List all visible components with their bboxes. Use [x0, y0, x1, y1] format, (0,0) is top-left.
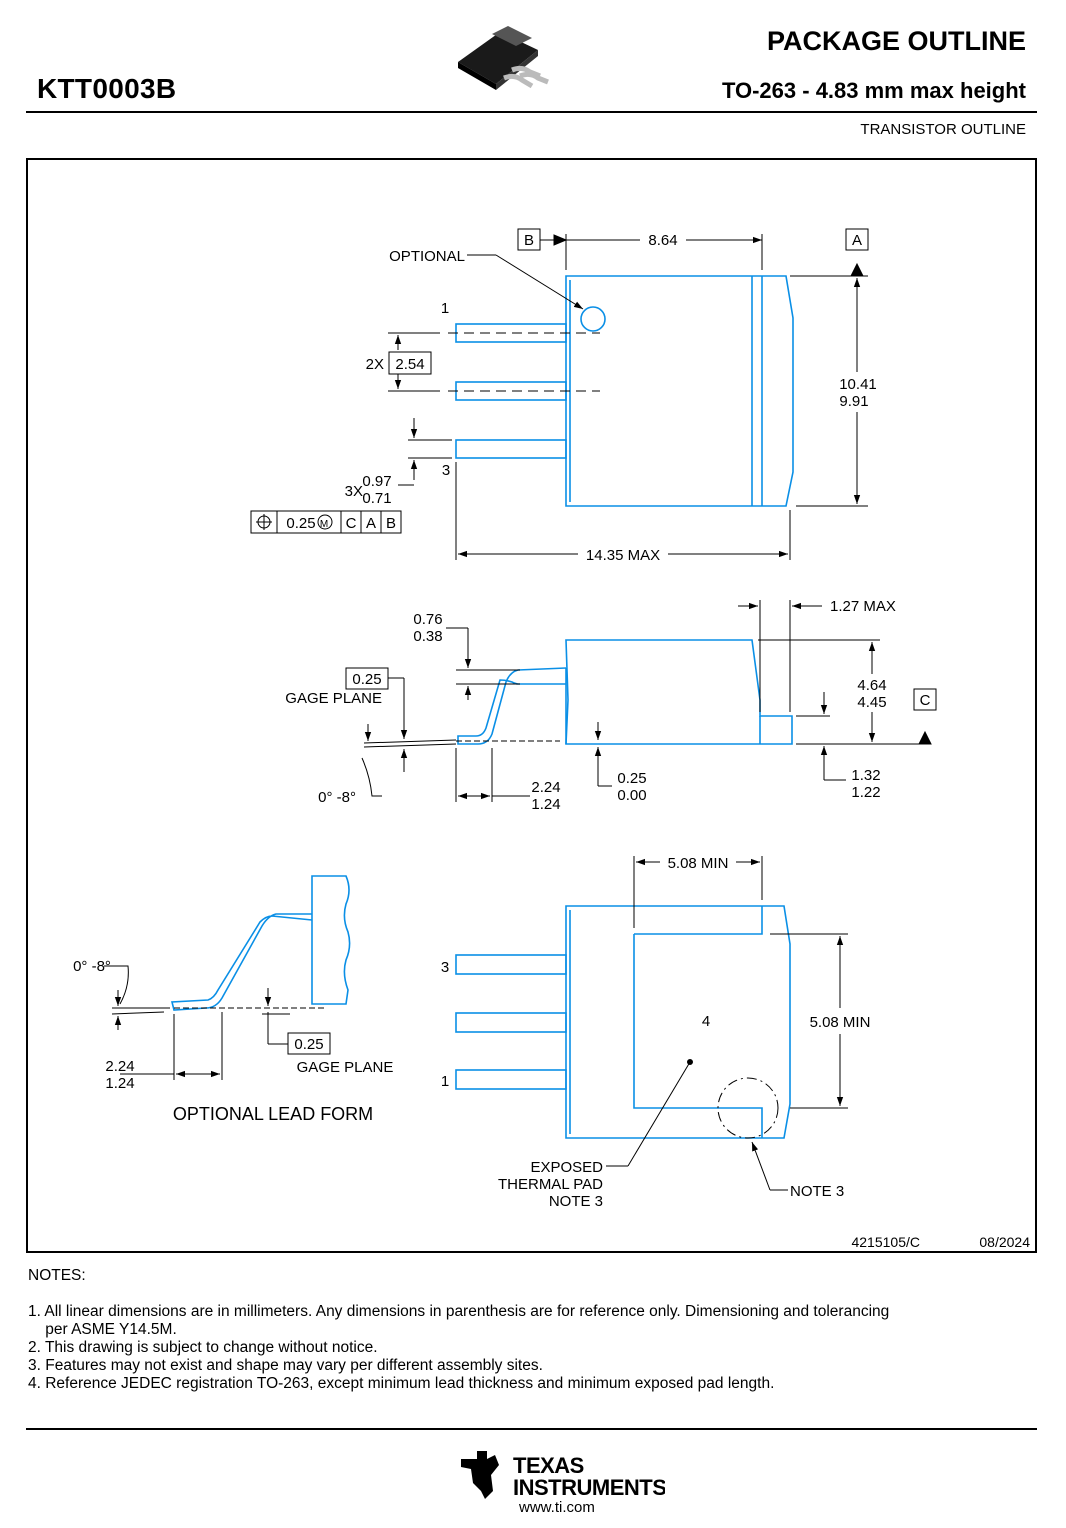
dim-standoff-min: 0.00	[617, 787, 646, 804]
dim-height-max: 10.41	[839, 376, 877, 393]
side-view: 0.76 0.38 0.25 GAGE PLANE 0° -8° 2.24 1.…	[285, 598, 937, 813]
dim-lead-width-min: 0.71	[362, 490, 391, 507]
gage-value: 0.25	[352, 671, 381, 688]
notes-section: NOTES: 1. All linear dimensions are in m…	[28, 1267, 889, 1393]
doc-number: 4215105/C	[851, 1234, 920, 1250]
page-title: PACKAGE OUTLINE	[766, 26, 1026, 56]
fcf-datum-2: A	[366, 515, 376, 532]
notes-heading: NOTES:	[28, 1267, 86, 1284]
logo-line-2: INSTRUMENTS	[513, 1475, 665, 1500]
footer-rule	[26, 1428, 1037, 1430]
optional-lead-form: 0° -8° 2.24 1.24 0.25 GAGE PLANE OPTIONA…	[73, 875, 394, 1124]
dim-overall-length: 14.35 MAX	[586, 547, 660, 564]
dim-tab-thk-max: 1.32	[851, 767, 880, 784]
note-item: 4. Reference JEDEC registration TO-263, …	[28, 1375, 775, 1392]
optional-lead-caption: OPTIONAL LEAD FORM	[173, 1104, 373, 1124]
fcf-tolerance: 0.25	[286, 515, 315, 532]
ti-url: www.ti.com	[519, 1499, 595, 1516]
note-item: 2. This drawing is subject to change wit…	[28, 1339, 378, 1356]
package-3d-icon	[458, 26, 549, 90]
page-subtitle: TO-263 - 4.83 mm max height	[721, 78, 1026, 103]
lead-angle: 0° -8°	[318, 789, 356, 806]
bottom-view-outline	[455, 905, 791, 1139]
bottom-view: 5.08 MIN 5.08 MIN 3 1 4 EXPOSED THERMAL …	[441, 855, 871, 1210]
dim-foot-max: 2.24	[531, 779, 560, 796]
dim-body-width: 8.64	[648, 232, 677, 249]
optional-lead-angle: 0° -8°	[73, 958, 111, 975]
dim-foot-min: 1.24	[531, 796, 560, 813]
dim-pad-height: 5.08 MIN	[810, 1014, 871, 1031]
mmc-symbol: M	[320, 519, 328, 530]
bottom-pin-1-label: 1	[441, 1073, 449, 1090]
logo-line-1: TEXAS	[513, 1453, 584, 1478]
pin-1-label: 1	[441, 300, 449, 317]
fcf-datum-3: B	[386, 515, 396, 532]
drawing-frame	[26, 158, 1037, 1253]
datum-c-label: C	[920, 692, 931, 709]
dim-height-min: 4.45	[857, 694, 886, 711]
part-number: KTT0003B	[37, 73, 177, 104]
dim-height-min: 9.91	[839, 393, 868, 410]
pad-label-3: NOTE 3	[549, 1193, 603, 1210]
package-type: TRANSISTOR OUTLINE	[860, 121, 1026, 138]
note-item: 3. Features may not exist and shape may …	[28, 1357, 543, 1374]
datum-b-label: B	[524, 232, 534, 249]
lead-count: 3X	[345, 483, 363, 500]
dim-height-max: 4.64	[857, 677, 886, 694]
optional-lead-outline	[170, 875, 351, 1011]
note-item: 1. All linear dimensions are in millimet…	[28, 1303, 890, 1338]
doc-date: 08/2024	[979, 1234, 1030, 1250]
pitch-count: 2X	[366, 356, 384, 373]
dim-lead-width-max: 0.97	[362, 473, 391, 490]
dim-tab-max: 1.27 MAX	[830, 598, 896, 615]
ti-logo: TEXAS INSTRUMENTS	[461, 1451, 665, 1500]
dim-lead-thk-max: 0.76	[413, 611, 442, 628]
header-rule	[26, 111, 1037, 113]
bottom-pin-3-label: 3	[441, 959, 449, 976]
top-view-outline	[455, 275, 794, 507]
dim-standoff-max: 0.25	[617, 770, 646, 787]
fcf-datum-1: C	[346, 515, 357, 532]
dim-pad-width: 5.08 MIN	[668, 855, 729, 872]
dim-lead-thk-min: 0.38	[413, 628, 442, 645]
top-view: B 8.64 A OPTIONAL 1 2X 2.54 10.41 9.91 3…	[250, 228, 877, 564]
pad-number: 4	[702, 1013, 710, 1030]
optional-gage-value: 0.25	[294, 1036, 323, 1053]
side-view-outline	[457, 639, 793, 745]
gage-plane-label: GAGE PLANE	[285, 690, 382, 707]
optional-foot-max: 2.24	[105, 1058, 134, 1075]
note-3-ref: NOTE 3	[790, 1183, 844, 1200]
optional-foot-min: 1.24	[105, 1075, 134, 1092]
pad-label-2: THERMAL PAD	[498, 1176, 603, 1193]
dim-pitch: 2.54	[395, 356, 424, 373]
pad-label-1: EXPOSED	[530, 1159, 603, 1176]
datum-a-label: A	[852, 232, 862, 249]
dim-tab-thk-min: 1.22	[851, 784, 880, 801]
optional-feature-label: OPTIONAL	[389, 248, 465, 265]
pin-3-label: 3	[442, 462, 450, 479]
optional-gage-label: GAGE PLANE	[297, 1059, 394, 1076]
